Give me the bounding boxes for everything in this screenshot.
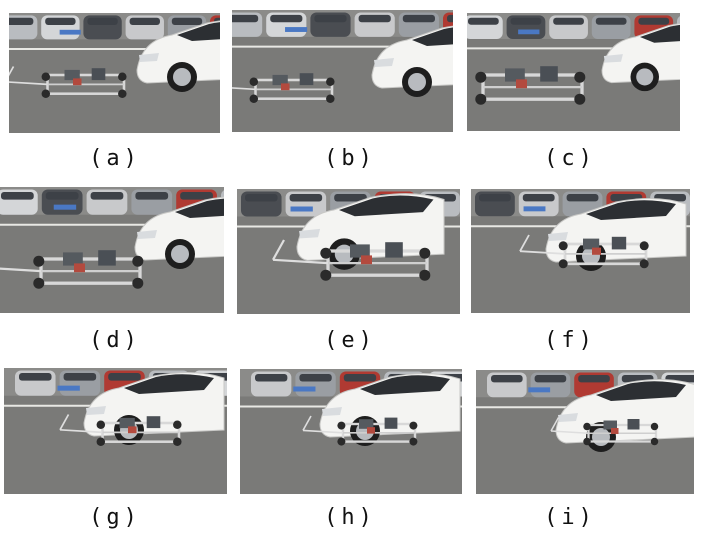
caption-d: (d) bbox=[89, 328, 141, 353]
scene bbox=[476, 370, 694, 494]
photo-i bbox=[476, 370, 694, 494]
caption-e: (e) bbox=[324, 328, 376, 353]
scene bbox=[240, 369, 462, 494]
scene bbox=[4, 368, 227, 494]
caption-h: (h) bbox=[324, 505, 376, 530]
caption-g: (g) bbox=[89, 505, 141, 530]
scene bbox=[0, 187, 224, 313]
photo-h bbox=[240, 369, 462, 494]
photo-e bbox=[237, 189, 460, 314]
scene bbox=[9, 13, 220, 133]
photo-c bbox=[467, 13, 680, 131]
caption-a: (a) bbox=[89, 146, 141, 171]
photo-a bbox=[9, 13, 220, 133]
photo-f bbox=[471, 189, 690, 313]
scene bbox=[467, 13, 680, 131]
scene bbox=[232, 10, 453, 132]
caption-f: (f) bbox=[544, 328, 596, 353]
caption-b: (b) bbox=[324, 146, 376, 171]
scene bbox=[237, 189, 460, 314]
caption-c: (c) bbox=[544, 146, 596, 171]
scene bbox=[471, 189, 690, 313]
photo-d bbox=[0, 187, 224, 313]
photo-b bbox=[232, 10, 453, 132]
caption-i: (i) bbox=[544, 505, 596, 530]
photo-g bbox=[4, 368, 227, 494]
